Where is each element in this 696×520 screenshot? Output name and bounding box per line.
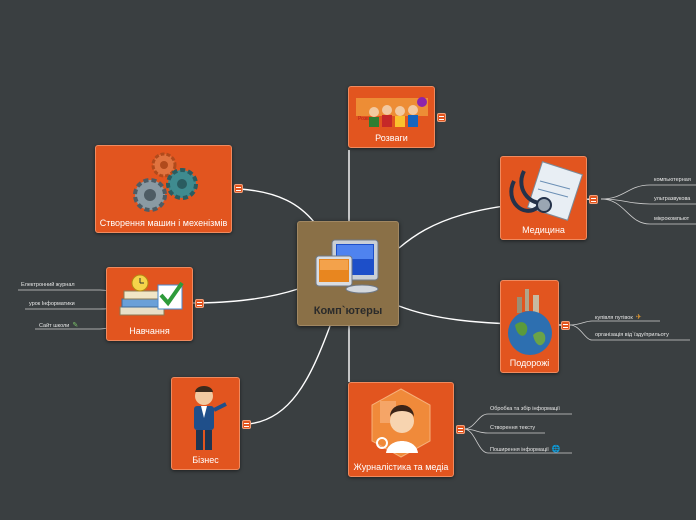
node-rozvagy-label: Розваги [375,133,408,143]
collapse-toggle-rozvagy[interactable] [437,113,446,122]
connector-biznes [247,325,331,425]
stethoscope-icon [508,161,583,221]
leaf-text: Поширення інформації [490,447,549,453]
collapse-toggle-zhurnalistyka[interactable] [456,425,465,434]
computer-icon [315,239,379,294]
leaf-text: Електронний журнал [21,282,75,288]
node-biznes[interactable]: Бізнес [171,377,240,470]
svg-text:Розва: Розва [358,116,372,122]
leaf-navchannia-1[interactable]: Електронний журнал [21,282,75,288]
node-navchannia[interactable]: Навчання [106,267,193,341]
businessman-icon [193,386,227,450]
node-mashyny[interactable]: Створення машин і мехенізмів [95,145,232,233]
journalist-icon [371,388,431,458]
leaf-podorozhi-1[interactable]: купівля путівок✈ [595,313,642,321]
leaf-text: урок Інформатики [29,301,75,307]
leaf-podorozhi-2[interactable]: організація від`їзду/прильоту [595,332,669,338]
node-zhurnalistyka-label: Журналістика та медіа [353,462,449,472]
leaf-text: компьютерная [654,177,691,183]
leaf-text: Створення тексту [490,425,536,431]
leaf-text: ультразвукова [654,196,691,202]
pencil-icon: ✎ [72,322,79,329]
leaf-text: організація від`їзду/прильоту [595,332,669,338]
leaf-navchannia-3[interactable]: Сайт школи✎ [39,321,78,329]
leaf-text: купівля путівок [595,315,633,321]
node-podorozhi-label: Подорожі [509,358,550,368]
leaf-text: мікрокомпьют [654,216,690,222]
leaf-text: Обробка та збір інформації [490,406,560,412]
node-mashyny-label: Створення машин і мехенізмів [99,218,228,228]
node-biznes-label: Бізнес [192,455,219,465]
collapse-toggle-navchannia[interactable] [195,299,204,308]
collapse-toggle-biznes[interactable] [242,420,251,429]
node-podorozhi[interactable]: Подорожі [500,280,559,373]
plane-icon: ✈ [635,314,642,321]
connector-navchannia [199,288,299,304]
leaf-zhurnalistyka-1[interactable]: Обробка та збір інформації [490,406,560,412]
gears-icon [132,152,198,212]
leaf-medytsyna-1[interactable]: компьютерная [654,177,691,183]
globe-landmarks-icon [507,289,552,355]
leaf-navchannia-2[interactable]: урок Інформатики [29,301,75,307]
leaf-text: Сайт школи [39,323,70,329]
collapse-toggle-medytsyna[interactable] [589,195,598,204]
node-medytsyna[interactable]: Медицина [500,156,587,240]
books-clock-icon [119,274,184,316]
center-label: Комп`ютеры [313,305,383,317]
leaf-medytsyna-3[interactable]: мікрокомпьют [654,216,689,222]
node-zhurnalistyka[interactable]: Журналістика та медіа [348,382,454,477]
collapse-toggle-mashyny[interactable] [234,184,243,193]
node-rozvagy[interactable]: Розва Розваги [348,86,435,148]
connector-mashyny [239,188,315,223]
leaf-zhurnalistyka-3[interactable]: Поширення інформації🌐 [490,445,561,453]
globe-icon: 🌐 [551,446,561,453]
leaf-medytsyna-2[interactable]: ультразвукова [654,196,690,202]
cartoon-kids-icon: Розва [355,97,428,127]
center-node[interactable]: Комп`ютеры [297,221,399,326]
leaf-zhurnalistyka-2[interactable]: Створення тексту [490,425,535,431]
node-navchannia-label: Навчання [129,326,170,336]
node-medytsyna-label: Медицина [522,225,565,235]
collapse-toggle-podorozhi[interactable] [561,321,570,330]
